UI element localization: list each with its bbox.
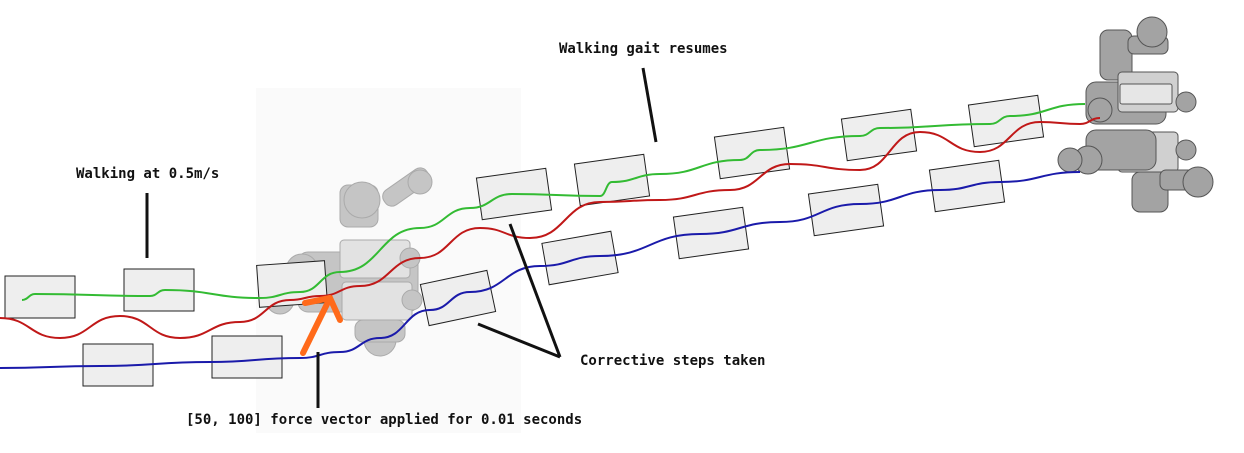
footstep-12 xyxy=(807,183,885,237)
right-foot-trajectory xyxy=(0,171,1081,369)
pointer-lines xyxy=(145,67,658,408)
force-vector-arrow xyxy=(300,295,343,356)
quadruped-robot-icon xyxy=(1057,16,1214,213)
footstep-13 xyxy=(840,108,918,162)
pointer-corrective-a xyxy=(508,223,562,358)
body-trajectory xyxy=(0,117,1101,340)
footstep-6 xyxy=(419,269,497,327)
footstep-15 xyxy=(967,94,1045,148)
footstep-4 xyxy=(211,335,283,379)
footstep-8 xyxy=(573,153,651,207)
label-gait-resumes: Walking gait resumes xyxy=(559,41,728,57)
label-walking-speed: Walking at 0.5m/s xyxy=(76,166,220,182)
pointer-gait-resumes xyxy=(641,67,658,143)
label-force-applied: [50, 100] force vector applied for 0.01 … xyxy=(186,412,583,428)
footstep-1 xyxy=(4,275,76,319)
pointer-corrective-b xyxy=(477,322,561,359)
left-foot-trajectory xyxy=(21,103,1086,301)
label-corrective-steps: Corrective steps taken xyxy=(580,353,766,369)
